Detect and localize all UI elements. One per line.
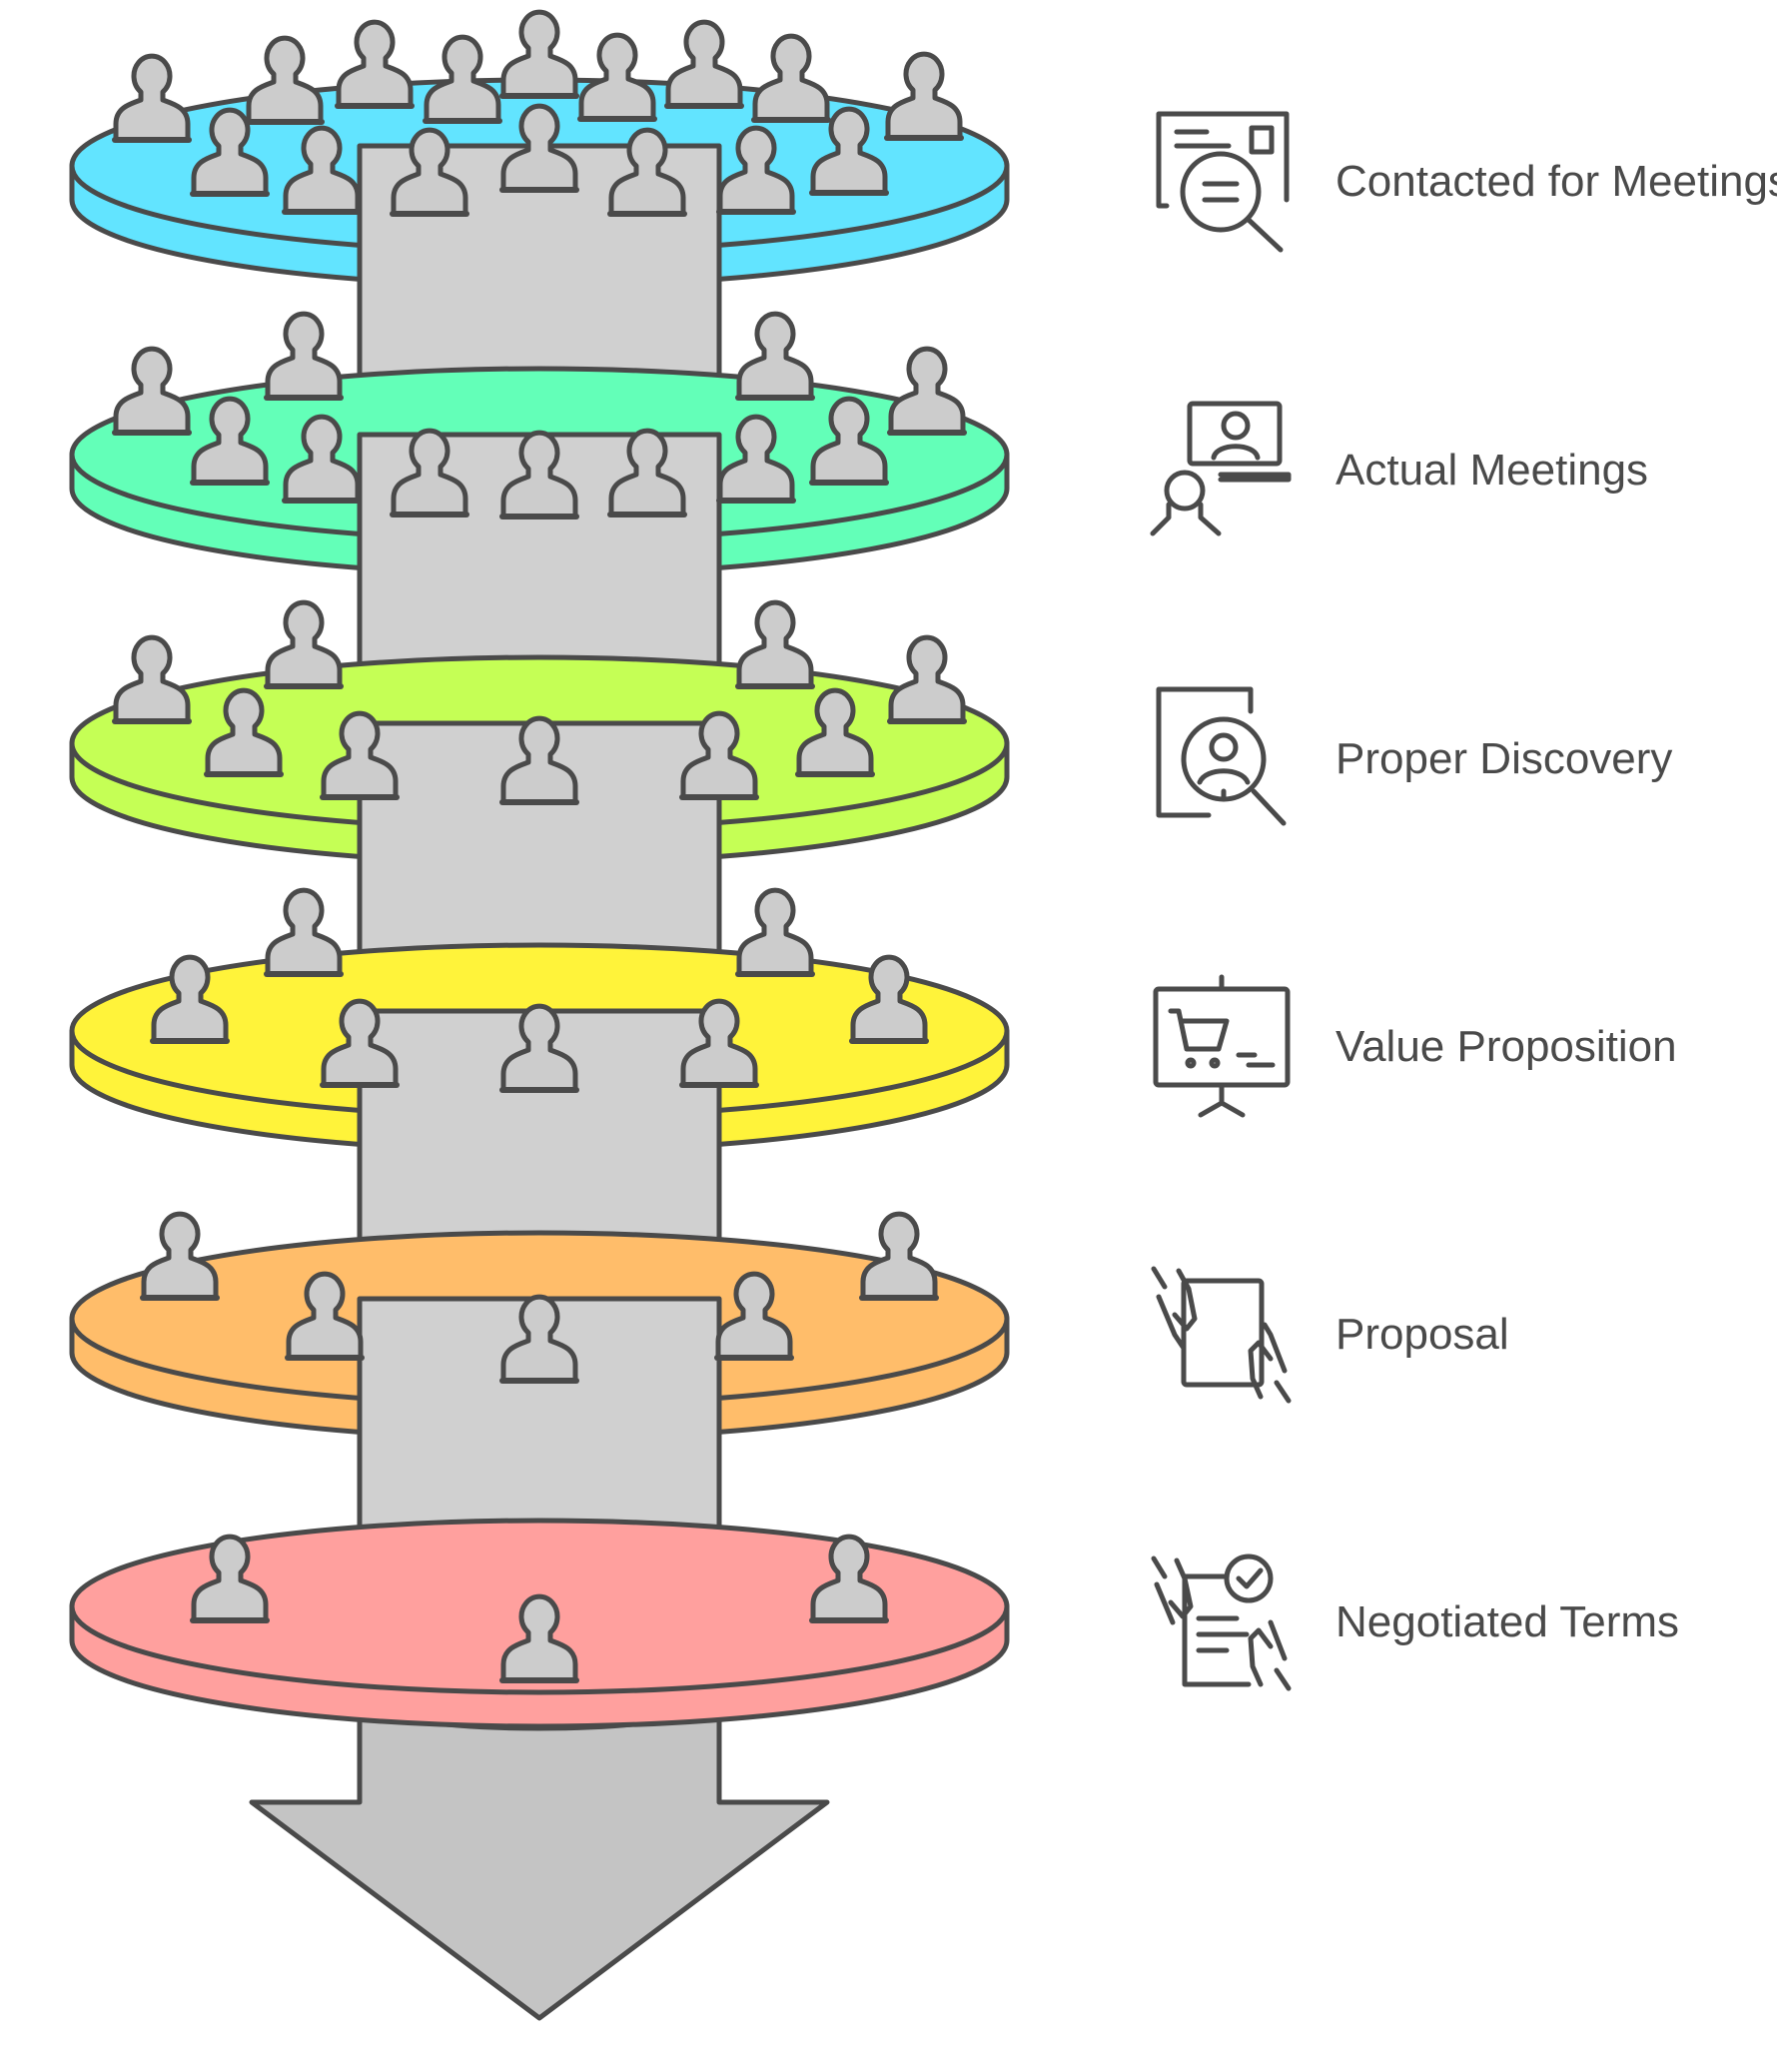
stage-label-3: Proper Discovery — [1335, 734, 1672, 783]
person-icon — [150, 954, 230, 1044]
person-icon — [607, 428, 687, 518]
person-icon — [887, 346, 967, 436]
funnel-stage-6 — [69, 1518, 1010, 1729]
funnel-stages — [69, 9, 1010, 1729]
person-icon — [285, 1271, 365, 1361]
person-icon — [190, 1534, 270, 1623]
person-icon — [499, 1294, 579, 1384]
person-icon — [499, 1593, 579, 1683]
person-icon — [735, 599, 815, 689]
person-icon — [809, 1534, 889, 1623]
stage-label-1: Contacted for Meetings — [1335, 157, 1777, 206]
person-icon — [264, 311, 344, 401]
person-icon — [849, 954, 929, 1044]
person-icon — [716, 125, 796, 215]
person-icon — [499, 715, 579, 805]
person-icon — [887, 634, 967, 724]
person-icon — [190, 396, 270, 486]
down-arrow — [249, 1695, 830, 2021]
person-icon — [499, 1003, 579, 1093]
stage-label-6: Negotiated Terms — [1335, 1597, 1679, 1646]
person-icon — [716, 414, 796, 504]
person-icon — [390, 127, 469, 217]
signed-checklist-icon — [1151, 1554, 1292, 1691]
stage-item-4: Value Proposition — [1153, 974, 1677, 1118]
stage-label-4: Value Proposition — [1335, 1022, 1677, 1071]
user-search-icon — [1156, 686, 1287, 826]
stage-label-5: Proposal — [1335, 1310, 1509, 1359]
stage-item-6: Negotiated Terms — [1151, 1554, 1679, 1691]
person-icon — [335, 19, 415, 109]
person-icon — [499, 430, 579, 519]
person-icon — [679, 710, 759, 800]
stage-label-2: Actual Meetings — [1335, 446, 1648, 495]
presentation-cart-icon — [1153, 974, 1291, 1118]
person-icon — [499, 9, 579, 99]
person-icon — [577, 32, 657, 122]
person-icon — [190, 107, 270, 197]
magnifier-document-icon — [1156, 111, 1290, 253]
person-icon — [607, 127, 687, 217]
person-icon — [664, 19, 744, 109]
person-icon — [320, 998, 400, 1088]
person-icon — [264, 887, 344, 977]
video-meeting-icon — [1150, 401, 1292, 536]
person-icon — [112, 53, 192, 143]
person-icon — [735, 887, 815, 977]
stage-item-2: Actual Meetings — [1150, 401, 1648, 536]
person-icon — [112, 346, 192, 436]
person-icon — [204, 687, 284, 777]
person-icon — [809, 396, 889, 486]
person-icon — [282, 125, 362, 215]
stage-item-3: Proper Discovery — [1156, 686, 1672, 826]
person-icon — [499, 103, 579, 193]
stage-labels: Contacted for Meetings Actual Meetings P… — [1150, 111, 1777, 1691]
person-icon — [112, 634, 192, 724]
person-icon — [809, 106, 889, 196]
stage-item-5: Proposal — [1151, 1266, 1509, 1404]
person-icon — [751, 33, 831, 123]
person-icon — [714, 1271, 794, 1361]
stage-item-1: Contacted for Meetings — [1156, 111, 1777, 253]
person-icon — [735, 311, 815, 401]
person-icon — [859, 1211, 939, 1301]
person-icon — [679, 998, 759, 1088]
hands-document-icon — [1151, 1266, 1292, 1404]
person-icon — [245, 35, 325, 125]
person-icon — [884, 51, 964, 141]
person-icon — [390, 428, 469, 518]
person-icon — [264, 599, 344, 689]
funnel-stage-4 — [69, 887, 1010, 1350]
person-icon — [795, 687, 875, 777]
person-icon — [423, 34, 502, 124]
person-icon — [282, 414, 362, 504]
person-icon — [320, 710, 400, 800]
person-icon — [140, 1211, 220, 1301]
